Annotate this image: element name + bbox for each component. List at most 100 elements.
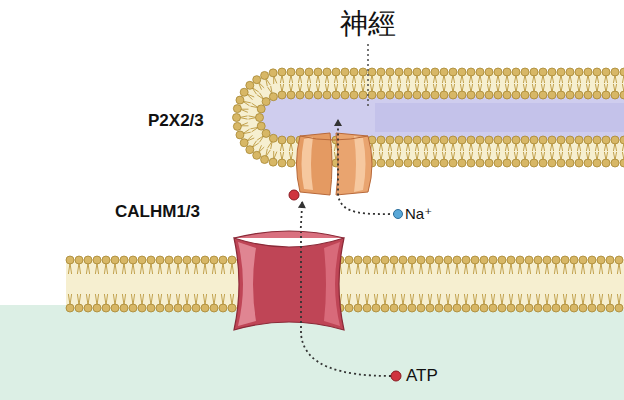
lipid-tail — [115, 294, 117, 305]
lipid-head — [521, 159, 529, 167]
lipid-head — [431, 159, 439, 167]
lipid-tail — [196, 294, 198, 305]
lipid-head — [156, 256, 164, 264]
lipid-tail — [590, 263, 592, 274]
lipid-tail — [403, 294, 405, 305]
lipid-head — [521, 91, 529, 99]
lipid-head — [350, 68, 358, 76]
lipid-tail — [194, 263, 196, 274]
lipid-head — [287, 91, 295, 99]
lipid-tail — [439, 294, 441, 305]
lipid-head — [539, 136, 547, 144]
lipid-head — [548, 159, 556, 167]
lipid-tail — [556, 294, 558, 305]
lipid-head — [246, 81, 254, 89]
lipid-head — [120, 256, 128, 264]
lipid-tail — [527, 263, 529, 274]
lipid-head — [233, 122, 241, 130]
lipid-head — [570, 304, 578, 312]
lipid-tail — [599, 263, 601, 274]
atp-flow-line — [301, 232, 391, 376]
lipid-head — [236, 131, 244, 139]
lipid-head — [278, 136, 286, 144]
lipid-head — [314, 68, 322, 76]
lipid-head — [269, 158, 277, 166]
lipid-head — [111, 304, 119, 312]
lipid-head — [363, 256, 371, 264]
lipid-tail — [232, 294, 234, 305]
lipid-head — [278, 68, 286, 76]
lipid-head — [413, 136, 421, 144]
lipid-head — [548, 136, 556, 144]
channel-rim — [300, 136, 368, 140]
lipid-head — [584, 136, 592, 144]
lipid-head — [476, 68, 484, 76]
nerve-interior — [260, 95, 624, 140]
lipid-tail — [610, 294, 612, 305]
lipid-head — [435, 304, 443, 312]
lipid-head — [84, 256, 92, 264]
lipid-head — [570, 256, 578, 264]
lipid-tail — [203, 263, 205, 274]
calhm-channel-shape — [230, 228, 348, 340]
lipid-head — [543, 304, 551, 312]
lipid-head — [404, 91, 412, 99]
lipid-head — [210, 304, 218, 312]
lipid-head — [372, 304, 380, 312]
lipid-tail — [509, 263, 511, 274]
lipid-head — [507, 304, 515, 312]
lipid-head — [256, 114, 264, 122]
lipid-head — [602, 68, 610, 76]
lipid-tail — [97, 294, 99, 305]
lipid-head — [422, 68, 430, 76]
lipid-tail — [365, 263, 367, 274]
lipid-head — [521, 68, 529, 76]
lipid-head — [84, 304, 92, 312]
lipid-tail — [124, 294, 126, 305]
lipid-head — [377, 68, 385, 76]
lipid-tail — [221, 263, 223, 274]
lipid-head — [390, 304, 398, 312]
lipid-head — [377, 159, 385, 167]
lipid-tail — [554, 263, 556, 274]
lipid-head — [138, 304, 146, 312]
lipid-tail — [358, 294, 360, 305]
lipid-tail — [374, 263, 376, 274]
lipid-head — [489, 304, 497, 312]
lipid-head — [210, 256, 218, 264]
lipid-head — [543, 256, 551, 264]
lipid-head — [192, 256, 200, 264]
lipid-head — [440, 136, 448, 144]
lipid-head — [332, 91, 340, 99]
lipid-head — [606, 256, 614, 264]
lipid-head — [498, 304, 506, 312]
lipid-head — [323, 91, 331, 99]
p2x-channel-shape — [288, 128, 383, 200]
lipid-head — [368, 91, 376, 99]
lipid-tail — [421, 294, 423, 305]
lipid-head — [381, 304, 389, 312]
lipid-head — [597, 304, 605, 312]
lipid-head — [233, 114, 241, 122]
lipid-tail — [437, 263, 439, 274]
lipid-tail — [187, 294, 189, 305]
lipid-head — [350, 91, 358, 99]
lipid-head — [530, 68, 538, 76]
lipid-head — [246, 146, 254, 154]
lipid-head — [386, 91, 394, 99]
lipid-head — [602, 136, 610, 144]
lipid-head — [386, 159, 394, 167]
lipid-head — [575, 68, 583, 76]
molecule-label: ATP — [406, 366, 438, 386]
lipid-head — [399, 304, 407, 312]
lipid-head — [296, 91, 304, 99]
p2x-receptor-channel: P2X2/3 — [288, 128, 383, 200]
lipid-head — [512, 68, 520, 76]
atp-molecule — [391, 371, 401, 381]
lipid-head — [332, 68, 340, 76]
lipid-head — [548, 91, 556, 99]
lipid-head — [354, 304, 362, 312]
lipid-head — [404, 159, 412, 167]
